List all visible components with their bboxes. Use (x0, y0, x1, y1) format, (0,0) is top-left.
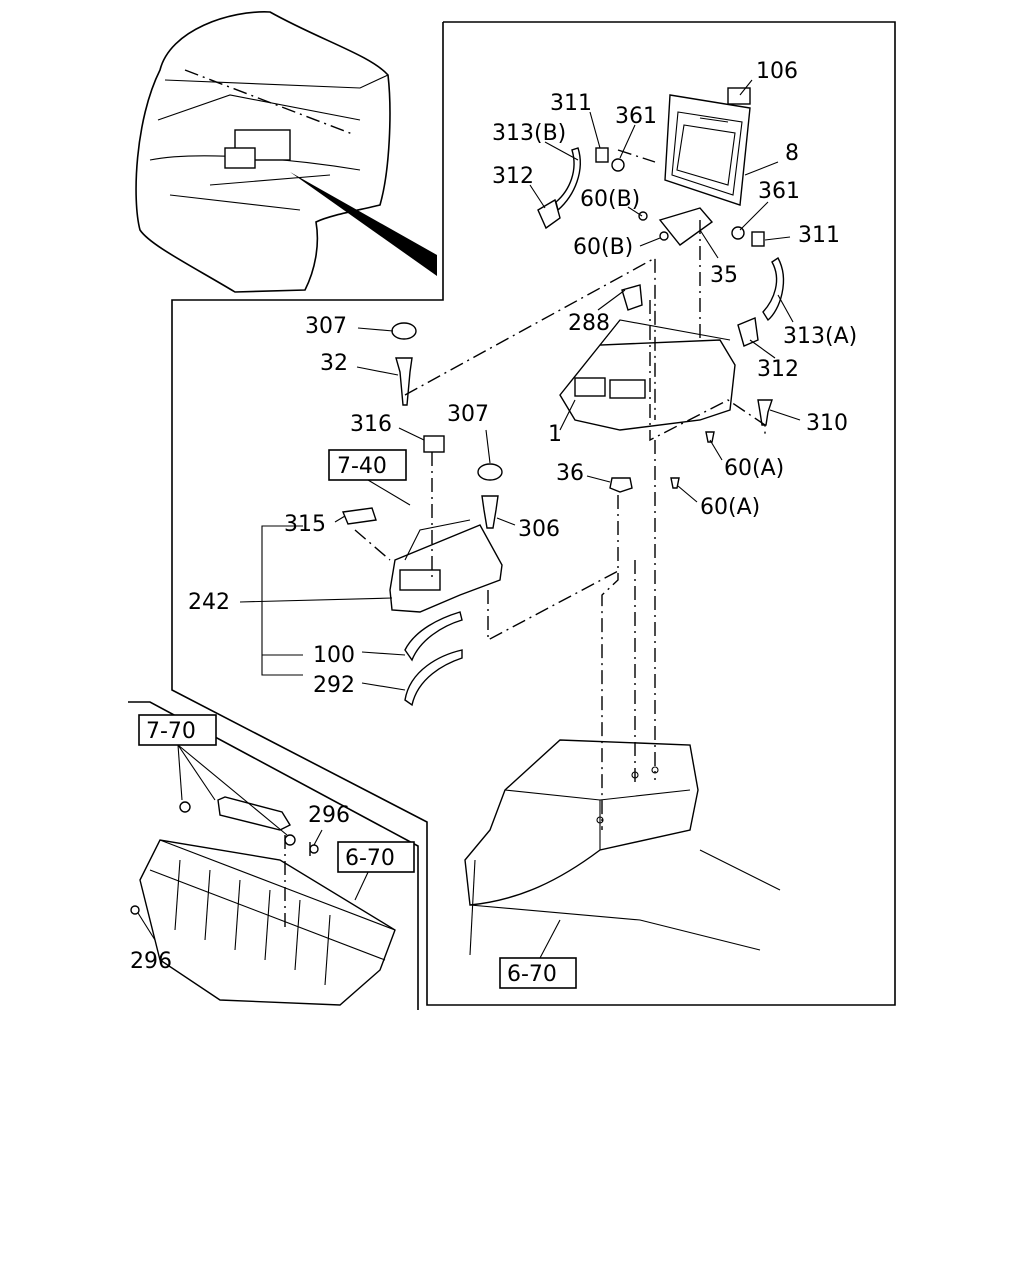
callout-288: 288 (568, 311, 610, 336)
callout-60a: 60(A) (700, 495, 760, 520)
cap-316-part (423, 435, 445, 453)
callout-60a: 60(A) (724, 456, 784, 481)
plug-296b-part (130, 905, 140, 915)
inset-frame-border (128, 701, 419, 1010)
rear-cross-member-part (130, 796, 396, 1006)
clip-311a-part (595, 147, 609, 163)
screw-60a2-part (670, 477, 680, 489)
ref-6-70: 6-70 (507, 962, 557, 987)
callout-35: 35 (710, 263, 738, 288)
lid-315-part (342, 507, 377, 525)
callout-242: 242 (188, 590, 230, 615)
callout-311: 311 (550, 91, 592, 116)
cab-overview-illustration (135, 11, 437, 293)
callout-315: 315 (284, 512, 326, 537)
callout-296: 296 (308, 803, 350, 828)
washer-361a-part (611, 158, 625, 172)
callout-306: 306 (518, 517, 560, 542)
part-callouts: 106 311 361 313(B) 8 312 60(B) 361 311 6… (130, 59, 857, 974)
callout-60b: 60(B) (573, 235, 633, 260)
callout-1: 1 (548, 422, 562, 447)
grommet-36-part (609, 477, 633, 493)
console-housing-part (559, 284, 736, 431)
ref-7-70: 7-70 (146, 719, 196, 744)
main-frame-border (171, 21, 896, 1006)
bolt-part (284, 834, 296, 846)
callout-361: 361 (615, 104, 657, 129)
floor-panel-part (464, 739, 781, 956)
cap-307a-part (391, 322, 417, 340)
callout-60b: 60(B) (580, 187, 640, 212)
clip-311b-part (751, 231, 765, 247)
console-bezel-part (664, 87, 751, 206)
callout-361: 361 (758, 179, 800, 204)
callout-wedge (290, 172, 437, 276)
callout-36: 36 (556, 461, 584, 486)
screw-310-part (757, 399, 773, 426)
bolt-part (179, 801, 191, 813)
trim-100-part (404, 611, 463, 662)
callout-313a: 313(A) (783, 324, 857, 349)
reference-boxes: 7-40 7-70 6-70 6-70 (138, 449, 577, 989)
plug-296a-part (309, 844, 319, 854)
bracket-7-70-part (217, 796, 291, 831)
trim-292-part (404, 649, 463, 707)
clip-288-part (621, 284, 643, 311)
leader-lines (137, 79, 801, 959)
ref-6-70: 6-70 (345, 846, 395, 871)
callout-316: 316 (350, 412, 392, 437)
callout-296: 296 (130, 949, 172, 974)
callout-313b: 313(B) (492, 121, 566, 146)
bracket-312a-part (537, 198, 561, 230)
callout-307: 307 (305, 314, 347, 339)
callout-310: 310 (806, 411, 848, 436)
callout-307: 307 (447, 402, 489, 427)
callout-292: 292 (313, 673, 355, 698)
callout-32: 32 (320, 351, 348, 376)
screw-60b2-part (659, 231, 669, 241)
hook-313b-part (555, 147, 581, 212)
screw-60a1-part (705, 431, 715, 443)
callout-106: 106 (756, 59, 798, 84)
callout-100: 100 (313, 643, 355, 668)
ref-7-40: 7-40 (337, 454, 387, 479)
callout-312: 312 (757, 357, 799, 382)
callout-311: 311 (798, 223, 840, 248)
hook-313a-part (762, 256, 785, 322)
bracket-35-part (658, 207, 714, 246)
screw-32-part (395, 357, 413, 406)
cap-307b-part (477, 463, 503, 481)
assembly-guide-lines (284, 149, 766, 930)
callout-312: 312 (492, 164, 534, 189)
washer-361b-part (731, 226, 745, 240)
rear-console-part (342, 435, 503, 707)
screw-306-part (481, 495, 499, 529)
callout-8: 8 (785, 141, 799, 166)
bracket-312b-part (737, 317, 759, 347)
screw-60b1-part (638, 211, 648, 221)
